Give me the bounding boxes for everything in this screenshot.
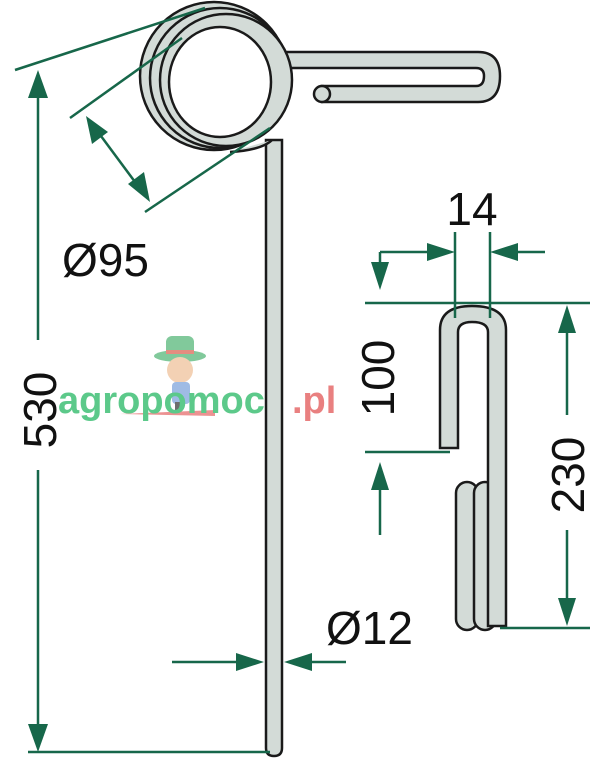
watermark-text: agropomoc [58, 380, 265, 422]
label-530: 530 [14, 372, 66, 449]
arm-end [312, 84, 332, 104]
watermark: agropomoc .pl [58, 380, 336, 422]
label-230: 230 [542, 437, 594, 514]
dimension-230: 230 [500, 305, 594, 630]
coil-hole [167, 25, 273, 139]
watermark-tld: .pl [292, 380, 336, 422]
dimension-530: 530 [14, 6, 270, 754]
watermark-mascot [120, 336, 215, 416]
label-14: 14 [446, 183, 497, 235]
dimension-coil-diameter: Ø95 [62, 36, 271, 286]
spring-tine [138, 0, 502, 758]
dimension-wire-diameter: Ø12 [172, 602, 413, 671]
label-coil-diameter: Ø95 [62, 234, 149, 286]
label-100: 100 [352, 340, 404, 417]
dimension-14: 14 [380, 183, 545, 318]
hook-detail [438, 304, 508, 632]
dimension-100: 100 [352, 252, 590, 535]
tine-shaft [264, 138, 284, 758]
label-wire-diameter: Ø12 [326, 602, 413, 654]
watermark-swoosh [120, 410, 215, 416]
farmer-mascot-icon [154, 336, 206, 412]
